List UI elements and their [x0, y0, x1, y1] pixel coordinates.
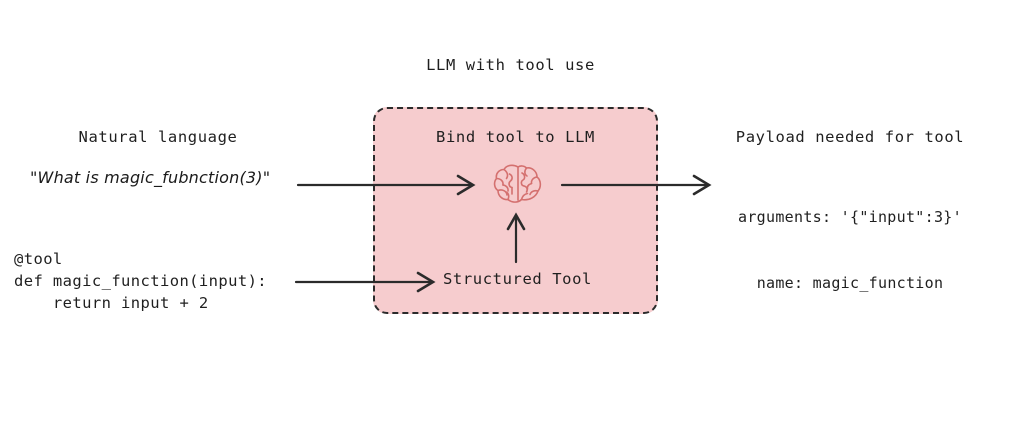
- natural-language-quote: "What is magic_fubnction(3)": [30, 168, 271, 187]
- structured-tool-label: Structured Tool: [443, 270, 592, 288]
- payload-name-line: name: magic_function: [756, 274, 944, 292]
- tool-code-snippet: @tool def magic_function(input): return …: [14, 250, 268, 312]
- payload-body: arguments: '{"input":3}' name: magic_fun…: [700, 162, 1000, 338]
- brain-icon: [493, 162, 543, 206]
- page-title: LLM with tool use: [426, 56, 595, 74]
- payload-arguments-line: arguments: '{"input":3}': [738, 208, 962, 226]
- payload-heading: Payload needed for tool: [735, 128, 965, 146]
- bind-tool-heading: Bind tool to LLM: [436, 128, 595, 146]
- natural-language-heading: Natural language: [78, 128, 238, 146]
